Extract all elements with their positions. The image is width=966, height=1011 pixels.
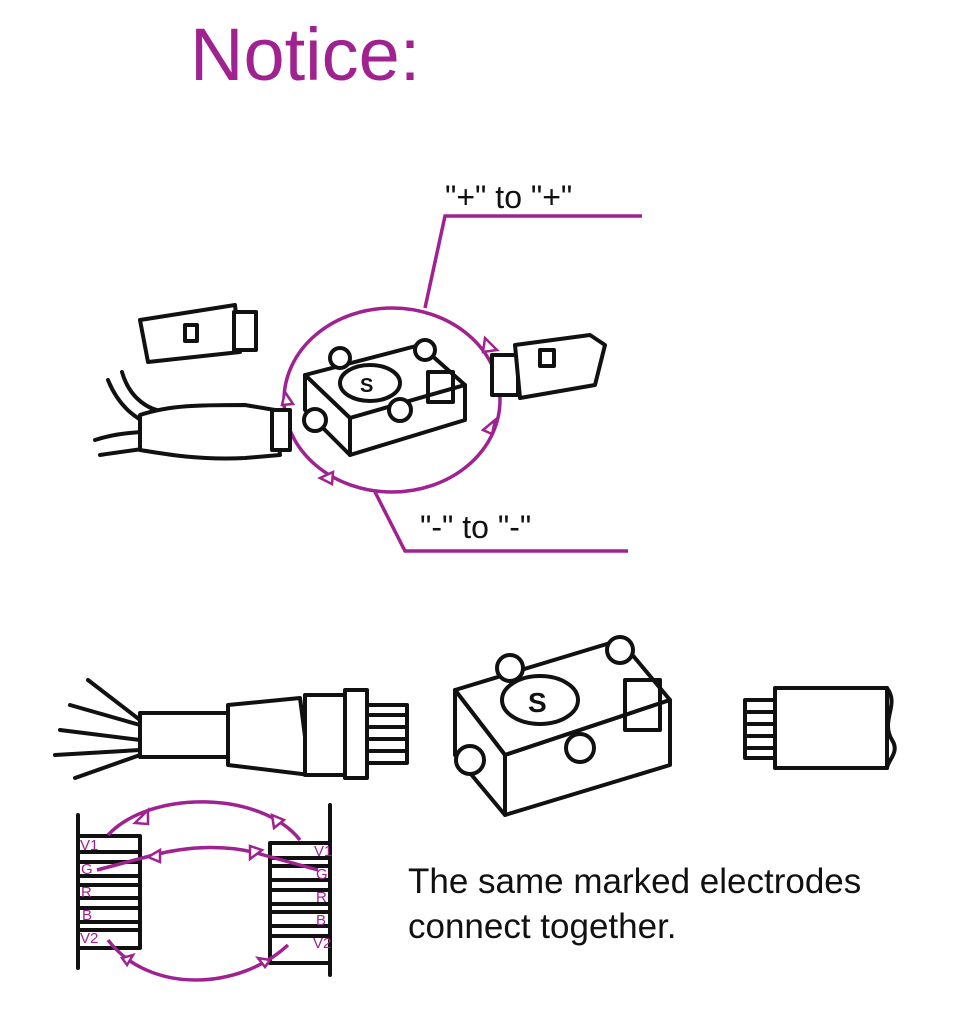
left-pin-v1: V1 — [80, 837, 98, 854]
arrow-icon — [248, 844, 265, 862]
svg-text:S: S — [528, 687, 547, 718]
right-pin-r: R — [316, 889, 327, 906]
right-pin-v1: V1 — [314, 843, 332, 860]
right-pin-g: G — [316, 866, 328, 883]
minus-leader-line — [373, 491, 628, 553]
loose-plug — [138, 303, 258, 364]
left-pin-b: B — [82, 907, 92, 924]
left-pin-v2: V2 — [80, 930, 98, 947]
arrow-icon — [119, 952, 136, 968]
svg-text:S: S — [360, 375, 373, 397]
pin-mapping-diagram: V1 G R B V2 V1 G R B V2 — [76, 800, 332, 982]
bottom-component-row: S — [53, 635, 897, 817]
notice-title: Notice: — [190, 13, 420, 96]
right-pin-b: B — [316, 912, 326, 929]
caption-line-1: The same marked electrodes — [408, 862, 861, 901]
minus-to-minus-label: "-" to "-" — [420, 509, 531, 545]
sensor-cable-plug — [93, 370, 292, 461]
caption-line-2: connect together. — [408, 907, 677, 946]
plus-leader-line — [423, 214, 642, 309]
arrow-icon — [317, 469, 335, 486]
arrow-icon — [481, 335, 500, 354]
mating-plug-right — [490, 333, 607, 400]
arrow-icon — [255, 956, 273, 970]
cable-connector — [53, 678, 409, 780]
left-pin-r: R — [81, 884, 92, 901]
top-connection-diagram: "+" to "+" "-" to "-" S — [93, 179, 642, 553]
mating-connector — [743, 686, 897, 770]
arrow-icon — [145, 847, 162, 864]
arrow-icon — [480, 416, 497, 436]
flow-sensor-bottom: S — [453, 635, 672, 817]
flow-sensor-top: S — [302, 338, 467, 457]
left-pin-g: G — [81, 861, 93, 878]
arrow-icon — [280, 388, 296, 407]
right-pin-v2: V2 — [313, 935, 331, 952]
plus-to-plus-label: "+" to "+" — [445, 179, 572, 215]
arrow-icon — [132, 806, 150, 826]
v1-link — [106, 800, 302, 842]
arrow-icon — [270, 812, 287, 831]
